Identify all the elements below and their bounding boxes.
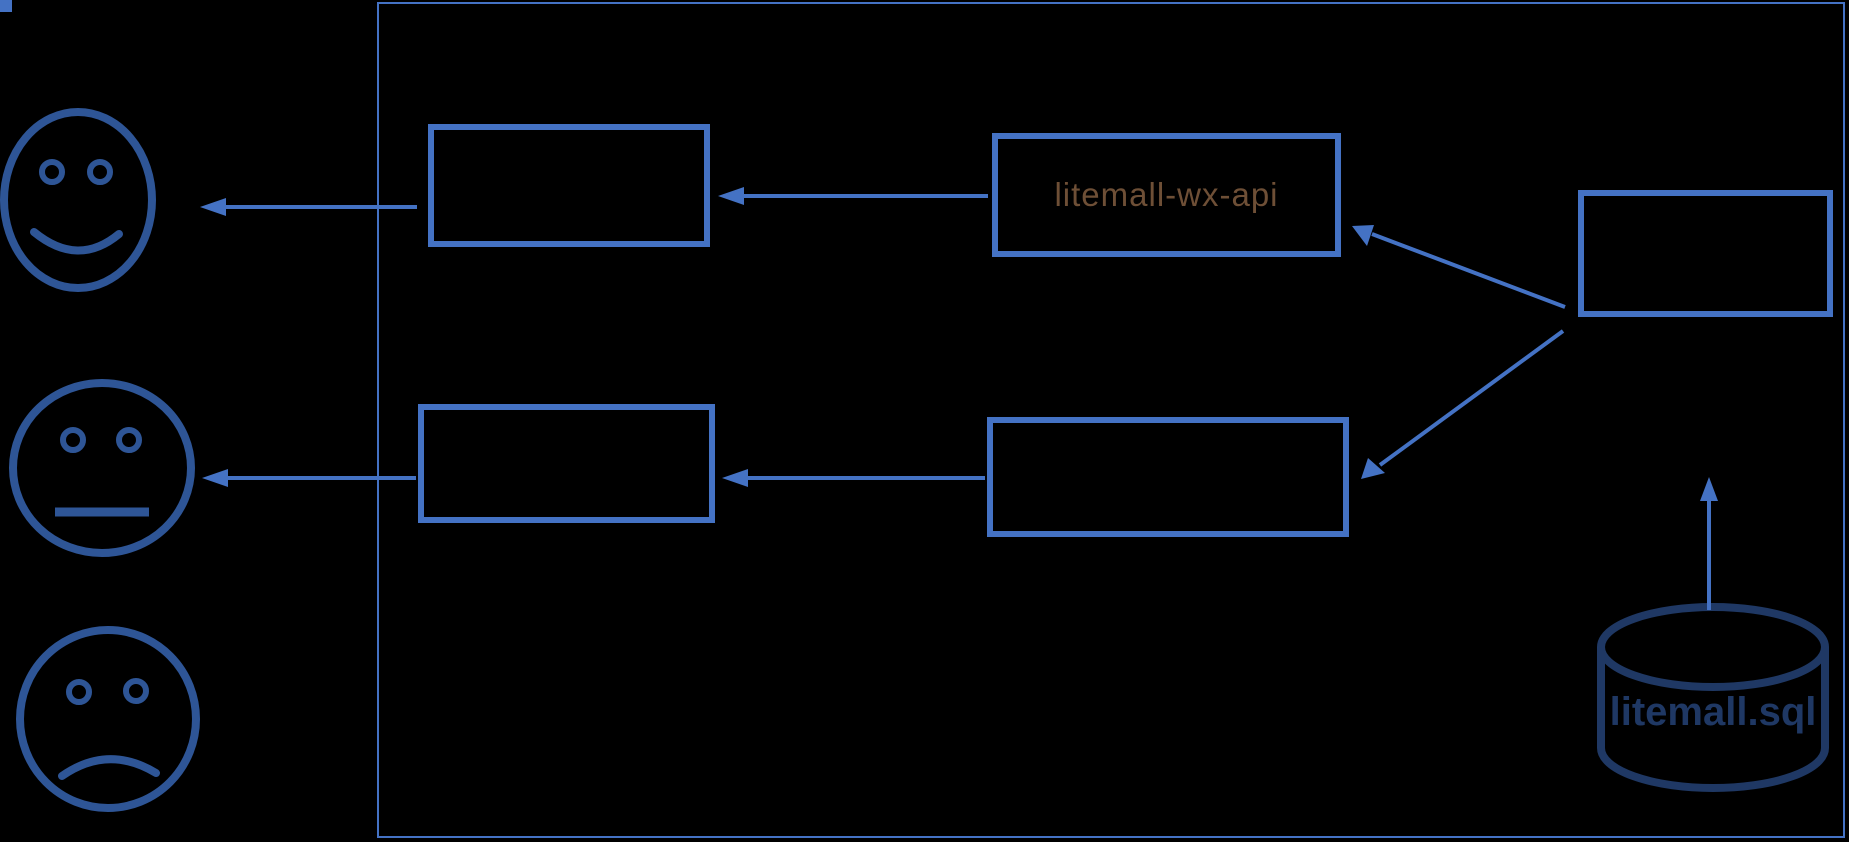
arrow-db-to-stack <box>1700 477 1718 610</box>
arrows <box>200 187 1718 610</box>
box-row1-left <box>428 124 710 247</box>
arrow-stack-to-wxapi <box>1352 225 1566 309</box>
box-wx-api: litemall-wx-api <box>992 133 1341 257</box>
arrow-to-neutral-face <box>202 469 416 487</box>
arrow-stack-to-r2right <box>1361 329 1565 479</box>
box-stack-bottom <box>0 0 12 12</box>
boundary-rectangle <box>377 2 1845 838</box>
database-label: litemall.sql <box>1609 690 1817 734</box>
sad-face-icon <box>16 626 200 812</box>
happy-face-icon <box>0 108 156 292</box>
arrow-to-happy-face <box>200 198 417 216</box>
box-row2-left <box>418 404 715 523</box>
box-row2-right <box>987 417 1349 537</box>
box-stack-top <box>1578 190 1833 317</box>
wx-api-label: litemall-wx-api <box>1054 176 1279 213</box>
arrow-wxapi-to-box <box>718 187 988 205</box>
neutral-face-icon <box>9 379 195 557</box>
database-cylinder-icon <box>1597 603 1829 792</box>
arrow-r2right-to-r2left <box>722 469 985 487</box>
